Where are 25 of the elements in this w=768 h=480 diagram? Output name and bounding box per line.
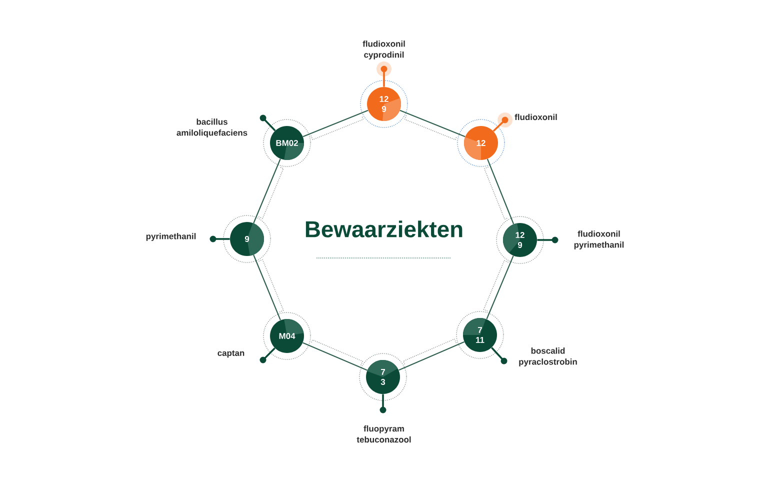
substance-label: fludioxonil pyrimethanil: [574, 230, 624, 250]
substance-label: boscalid pyraclostrobin: [519, 348, 577, 366]
connector-line: [253, 254, 281, 320]
connector-line: [486, 256, 514, 320]
substance-label: bacillus amiloliquefaciens: [176, 118, 248, 138]
connector-line: [253, 158, 281, 224]
connector-line: [486, 158, 514, 224]
leader-line: [260, 114, 276, 132]
connector-line: [302, 110, 368, 138]
substance-label: pyrimethanil: [146, 233, 196, 241]
leader-line: [210, 236, 230, 242]
connector-line: [302, 342, 368, 371]
substance-label: fluopyram tebuconazool: [356, 425, 411, 443]
substance-label: captan: [218, 350, 244, 358]
connector-line: [398, 341, 464, 371]
substance-label: fludioxonil cyprodinil: [362, 40, 405, 60]
leader-line: [492, 116, 508, 132]
leader-line: [537, 236, 558, 244]
leader-line: [380, 394, 386, 414]
leader-line: [380, 66, 388, 87]
connector-line: [400, 110, 466, 138]
substance-label: fludioxonil: [514, 114, 557, 120]
title: Bewaarziekten: [306, 220, 462, 238]
leader-line: [491, 347, 508, 364]
leader-line: [260, 348, 276, 364]
